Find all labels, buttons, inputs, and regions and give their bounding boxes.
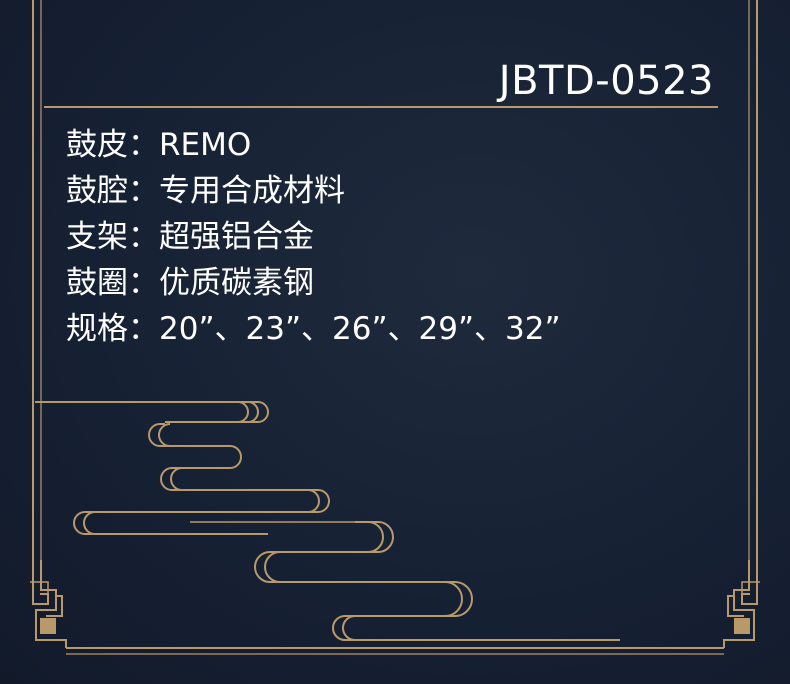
spec-separator: ： <box>128 127 159 163</box>
spec-separator: ： <box>128 265 159 301</box>
spec-separator: ： <box>128 219 159 255</box>
spec-label: 鼓皮 <box>66 127 128 163</box>
spec-separator: ： <box>128 311 159 347</box>
spec-list: 鼓皮：REMO 鼓腔：专用合成材料 支架：超强铝合金 鼓圈：优质碳素钢 规格：2… <box>66 122 561 352</box>
spec-value: REMO <box>159 127 252 163</box>
spec-row-stand: 支架：超强铝合金 <box>66 214 561 260</box>
spec-row-drum-head: 鼓皮：REMO <box>66 122 561 168</box>
fret-corner-ornament-left <box>30 560 67 648</box>
spec-row-sizes: 规格：20”、23”、26”、29”、32” <box>66 306 561 352</box>
spec-value: 优质碳素钢 <box>159 265 314 301</box>
spec-value: 20”、23”、26”、29”、32” <box>159 311 561 347</box>
spec-row-hoop: 鼓圈：优质碳素钢 <box>66 260 561 306</box>
fret-corner-ornament-right <box>723 560 760 648</box>
spec-value: 超强铝合金 <box>159 219 314 255</box>
product-model-number: JBTD-0523 <box>498 58 714 104</box>
spec-label: 鼓腔 <box>66 173 128 209</box>
spec-label: 支架 <box>66 219 128 255</box>
spec-value: 专用合成材料 <box>159 173 345 209</box>
spec-row-drum-shell: 鼓腔：专用合成材料 <box>66 168 561 214</box>
auspicious-cloud-pattern <box>35 401 620 641</box>
spec-label: 规格 <box>66 311 128 347</box>
spec-label: 鼓圈 <box>66 265 128 301</box>
spec-separator: ： <box>128 173 159 209</box>
